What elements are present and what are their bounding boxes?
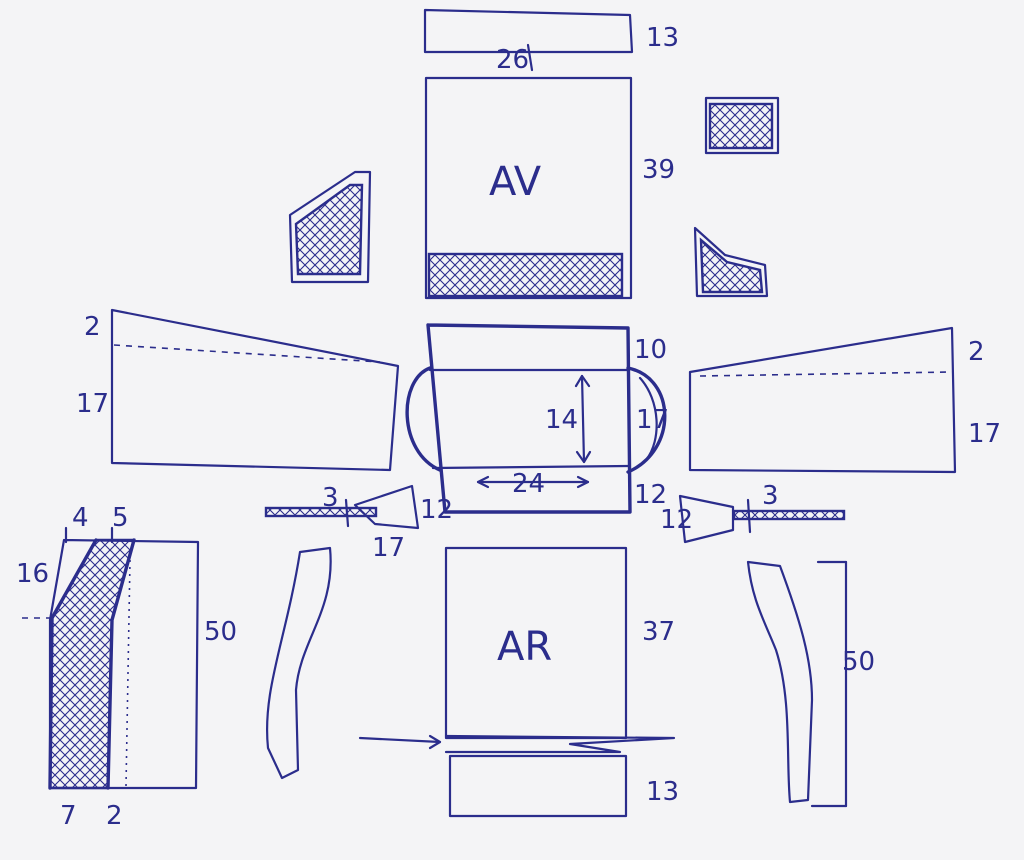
bottom-strip-piece bbox=[448, 754, 628, 818]
leg-bottom-left-label: 7 bbox=[60, 801, 77, 831]
center-height-label: 14 bbox=[545, 405, 578, 435]
right-tab-height-label: 12 bbox=[660, 505, 693, 535]
back-panel bbox=[358, 546, 676, 754]
right-leg-height-label: 50 bbox=[842, 647, 875, 677]
front-height-label: 39 bbox=[642, 155, 675, 185]
center-body-piece bbox=[405, 323, 667, 514]
left-wing-top-label: 2 bbox=[84, 312, 101, 342]
back-panel-label: AR bbox=[497, 624, 552, 670]
top-strip-piece bbox=[423, 8, 634, 54]
front-panel bbox=[424, 76, 633, 300]
back-height-label: 37 bbox=[642, 617, 675, 647]
top-right-small-piece bbox=[704, 96, 780, 155]
right-wing-height-label: 17 bbox=[968, 419, 1001, 449]
right-wing-piece bbox=[688, 326, 957, 474]
right-sleeve-piece bbox=[746, 560, 848, 808]
left-gusset-piece bbox=[288, 170, 372, 284]
center-side-label: 17 bbox=[636, 405, 669, 435]
left-tab-length-label: 17 bbox=[372, 533, 405, 563]
top-width-label: 26 bbox=[496, 45, 529, 75]
bottom-strip-height-label: 13 bbox=[646, 777, 679, 807]
left-wing-height-label: 17 bbox=[76, 389, 109, 419]
right-tab-piece bbox=[678, 494, 846, 544]
leg-top-left-label: 4 bbox=[72, 503, 89, 533]
right-gusset-piece bbox=[693, 226, 769, 298]
top-strip-height-label: 13 bbox=[646, 23, 679, 53]
left-leg-piece bbox=[22, 526, 200, 790]
right-wing-top-label: 2 bbox=[968, 337, 985, 367]
leg-side-height-label: 16 bbox=[16, 559, 49, 589]
left-wing-piece bbox=[110, 308, 400, 472]
leg-bottom-right-label: 2 bbox=[106, 801, 123, 831]
leg-top-right-label: 5 bbox=[112, 503, 129, 533]
left-tab-height-label: 12 bbox=[420, 495, 453, 525]
left-sleeve-piece bbox=[266, 546, 332, 780]
center-bottom-right-label: 12 bbox=[634, 480, 667, 510]
left-tab-offset-label: 3 bbox=[322, 483, 339, 513]
front-panel-label: AV bbox=[489, 159, 542, 205]
left-tab-piece bbox=[264, 484, 420, 530]
center-width-label: 24 bbox=[512, 469, 545, 499]
leg-height-label: 50 bbox=[204, 617, 237, 647]
right-tab-offset-label: 3 bbox=[762, 481, 779, 511]
center-top-label: 10 bbox=[634, 335, 667, 365]
